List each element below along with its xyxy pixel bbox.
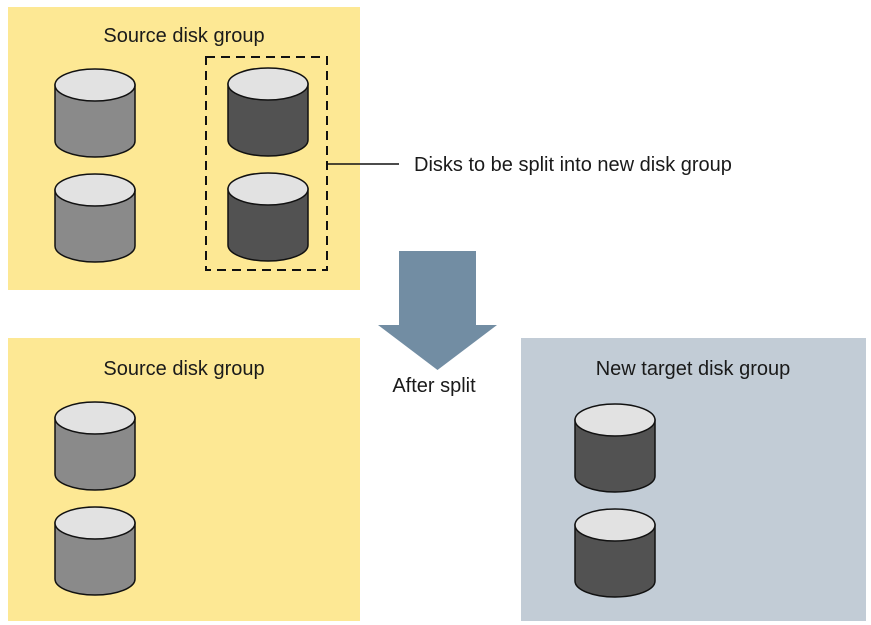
target-disk-group-box [521, 338, 866, 621]
disk-light-after-2 [54, 506, 136, 596]
split-arrow [378, 251, 497, 370]
disk-dark-before-2 [227, 172, 309, 262]
disk-light-before-2 [54, 173, 136, 263]
target-disk-group-title: New target disk group [596, 358, 791, 380]
source-disk-group-before-title: Source disk group [103, 25, 264, 47]
disk-light-before-1 [54, 68, 136, 158]
disk-dark-after-2 [574, 508, 656, 598]
after-split-label: After split [392, 375, 476, 397]
source-disk-group-after-title: Source disk group [103, 358, 264, 380]
disk-dark-before-1 [227, 67, 309, 157]
selection-callout-label: Disks to be split into new disk group [414, 154, 732, 176]
disk-light-after-1 [54, 401, 136, 491]
disk-dark-after-1 [574, 403, 656, 493]
